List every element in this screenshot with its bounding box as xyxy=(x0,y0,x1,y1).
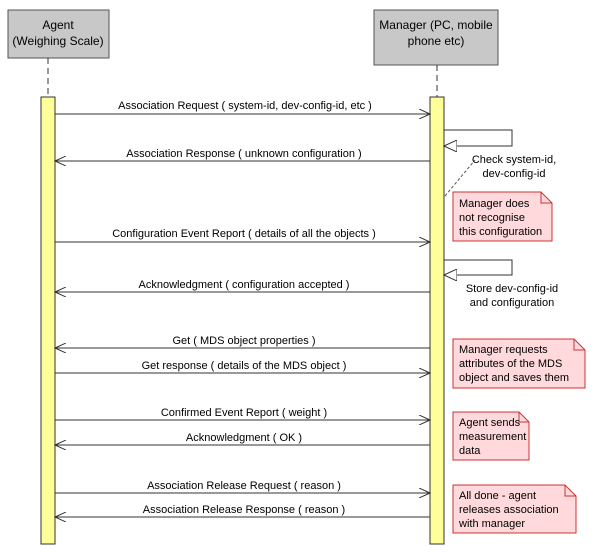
note-agent-sends-data: Agent sends measurement data xyxy=(452,411,530,461)
message-acknowledgment-config: Acknowledgment ( configuration accepted … xyxy=(55,279,430,292)
message-get-response: Get response ( details of the MDS object… xyxy=(55,360,430,373)
self-message-label: dev-config-id xyxy=(483,168,546,180)
message-association-response: Association Response ( unknown configura… xyxy=(55,148,430,161)
participant-agent: Agent (Weighing Scale) xyxy=(7,9,110,59)
self-message-label: Check system-id, xyxy=(472,154,556,166)
message-label: Get ( MDS object properties ) xyxy=(172,335,315,347)
message-association-release-response: Association Release Response ( reason ) xyxy=(55,504,430,517)
message-label: Acknowledgment ( configuration accepted … xyxy=(139,279,350,291)
participant-manager-title: Manager (PC, mobile xyxy=(379,18,493,32)
note-text: Manager does xyxy=(459,198,530,210)
participant-agent-title: Agent xyxy=(42,18,74,32)
note-text: All done - agent xyxy=(459,490,536,502)
note-text: not recognise xyxy=(459,212,525,224)
self-message-store-config: Store dev-config-id and configuration xyxy=(444,259,558,309)
note-text: with manager xyxy=(458,518,525,530)
message-label: Configuration Event Report ( details of … xyxy=(112,228,376,240)
message-label: Association Response ( unknown configura… xyxy=(126,148,361,160)
participant-agent-subtitle: (Weighing Scale) xyxy=(12,34,103,48)
note-text: object and saves them xyxy=(459,372,569,384)
message-label: Get response ( details of the MDS object… xyxy=(142,360,347,372)
note-text: attributes of the MDS xyxy=(459,358,562,370)
agent-activation-bar xyxy=(40,96,56,545)
message-label: Association Release Response ( reason ) xyxy=(143,504,345,516)
note-text: measurement xyxy=(459,431,526,443)
note-manager-does-not-recognise: Manager does not recognise this configur… xyxy=(444,159,553,242)
message-get: Get ( MDS object properties ) xyxy=(55,335,430,348)
note-text: data xyxy=(459,445,481,457)
message-label: Association Request ( system-id, dev-con… xyxy=(118,100,372,112)
self-message-check-config: Check system-id, dev-config-id xyxy=(444,129,556,180)
message-association-release-request: Association Release Request ( reason ) xyxy=(55,480,430,493)
message-configuration-event-report: Configuration Event Report ( details of … xyxy=(55,228,430,242)
participant-manager: Manager (PC, mobile phone etc) xyxy=(373,9,499,66)
note-all-done: All done - agent releases association wi… xyxy=(452,484,577,534)
note-text: this configuration xyxy=(459,226,542,238)
participant-manager-subtitle: phone etc) xyxy=(408,34,465,48)
self-message-label: and configuration xyxy=(470,297,554,309)
message-confirmed-event-report: Confirmed Event Report ( weight ) xyxy=(55,407,430,420)
message-acknowledgment-ok: Acknowledgment ( OK ) xyxy=(55,432,430,445)
note-text: releases association xyxy=(459,504,559,516)
manager-activation-bar xyxy=(429,96,445,545)
message-label: Association Release Request ( reason ) xyxy=(147,480,341,492)
note-manager-requests-attributes: Manager requests attributes of the MDS o… xyxy=(452,338,586,389)
note-text: Manager requests xyxy=(459,344,548,356)
self-message-label: Store dev-config-id xyxy=(466,283,558,295)
message-association-request: Association Request ( system-id, dev-con… xyxy=(55,100,430,114)
note-text: Agent sends xyxy=(459,417,521,429)
message-label: Acknowledgment ( OK ) xyxy=(186,432,302,444)
message-label: Confirmed Event Report ( weight ) xyxy=(161,407,327,419)
